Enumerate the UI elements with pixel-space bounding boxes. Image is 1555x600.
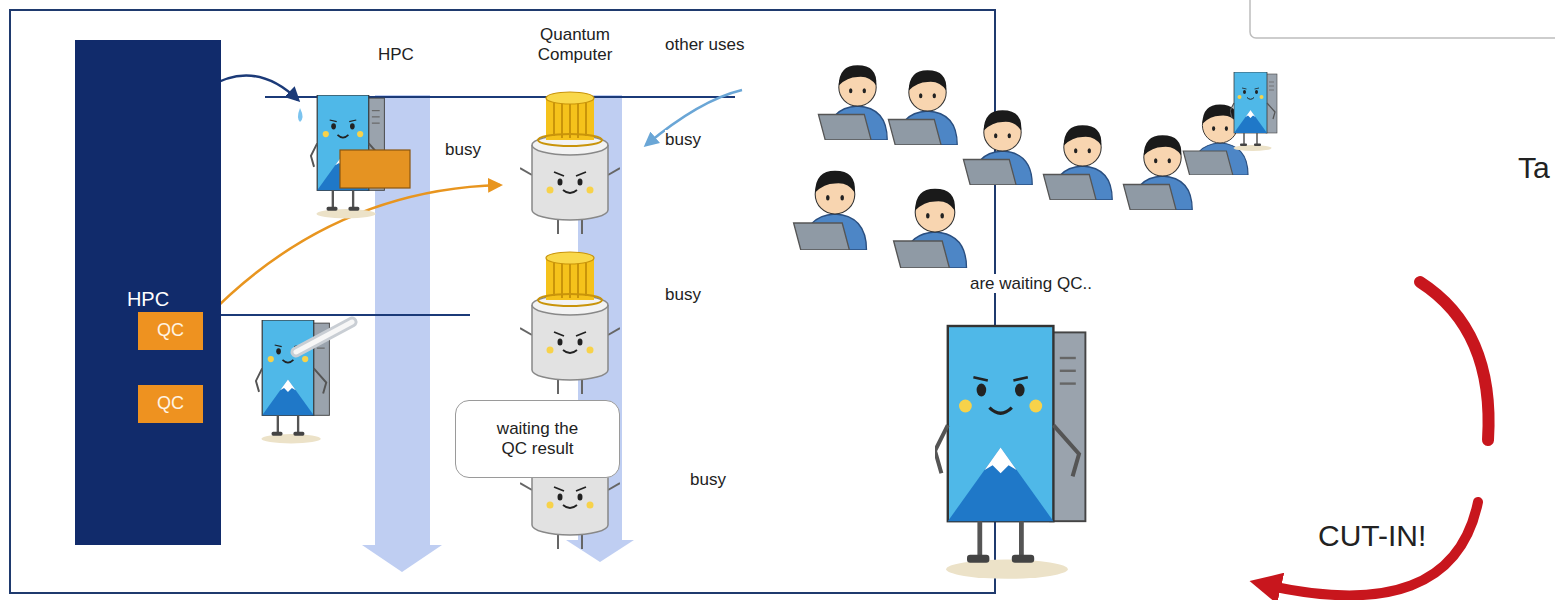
user	[818, 65, 887, 140]
node-text: QC	[157, 320, 184, 342]
node-text: QC	[157, 393, 184, 415]
hpc-robot	[1230, 72, 1277, 151]
qc-box: QC	[138, 385, 203, 423]
label-text: Ta	[1518, 151, 1550, 184]
quantum-computer	[520, 92, 620, 234]
label-text: busy	[445, 140, 481, 159]
label-box: busy	[665, 130, 701, 150]
telescope	[296, 322, 352, 352]
label-box: busy	[665, 285, 701, 305]
label-text: CUT-IN!	[1318, 519, 1426, 552]
sweat-drop	[298, 108, 303, 122]
frame	[10, 10, 995, 593]
user	[963, 110, 1032, 185]
user	[794, 171, 867, 250]
user	[1123, 135, 1192, 210]
label-text: HPC	[378, 45, 414, 64]
user	[888, 70, 957, 145]
qc-box: QC	[138, 312, 203, 350]
hpc-robot	[935, 326, 1085, 579]
speech-bubble: waiting the QC result	[455, 400, 620, 478]
node-text: HPC	[75, 287, 221, 311]
label-box: are waiting QC..	[970, 274, 1092, 294]
label-box: Quantum Computer	[530, 25, 620, 66]
hpc-band: HPC QC QC	[75, 40, 221, 545]
user	[1043, 125, 1112, 200]
cargo-box	[340, 150, 410, 188]
label-box: CUT-IN!	[1318, 518, 1426, 554]
user	[894, 189, 967, 268]
label-box: other uses	[665, 35, 744, 55]
label-box: HPC	[378, 45, 414, 65]
node-text: waiting the QC result	[484, 419, 592, 460]
quantum-computer	[520, 252, 620, 394]
label-box: busy	[690, 470, 726, 490]
label-text: Quantum Computer	[538, 25, 613, 64]
panel	[1250, 0, 1555, 38]
cut-in-arrow	[1420, 282, 1489, 440]
label-box: busy	[445, 140, 481, 160]
label-text: busy	[690, 470, 726, 489]
label-text: are waiting QC..	[970, 274, 1092, 293]
separator	[205, 314, 470, 316]
telescope	[296, 322, 352, 352]
label-text: busy	[665, 285, 701, 304]
label-text: busy	[665, 130, 701, 149]
label-text: other uses	[665, 35, 744, 54]
cut-in-arrow	[1262, 502, 1478, 595]
label-box: Ta	[1518, 150, 1550, 186]
